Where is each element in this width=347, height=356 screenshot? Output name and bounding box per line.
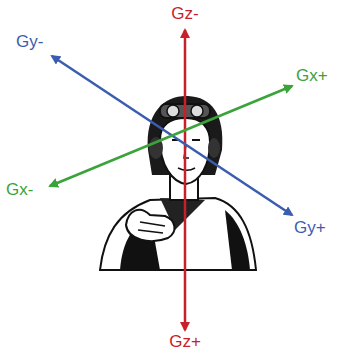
axis-label: Gx+ xyxy=(294,66,330,86)
axis-label: Gy+ xyxy=(292,218,328,238)
axis-label: Gx- xyxy=(4,180,35,200)
gz-axis xyxy=(184,30,187,330)
axis-label: Gy- xyxy=(14,32,45,52)
pilot-figure xyxy=(100,96,256,270)
axis-label: Gz- xyxy=(169,4,200,24)
axis-label: Gz+ xyxy=(167,332,203,352)
gx-axis xyxy=(50,86,292,186)
